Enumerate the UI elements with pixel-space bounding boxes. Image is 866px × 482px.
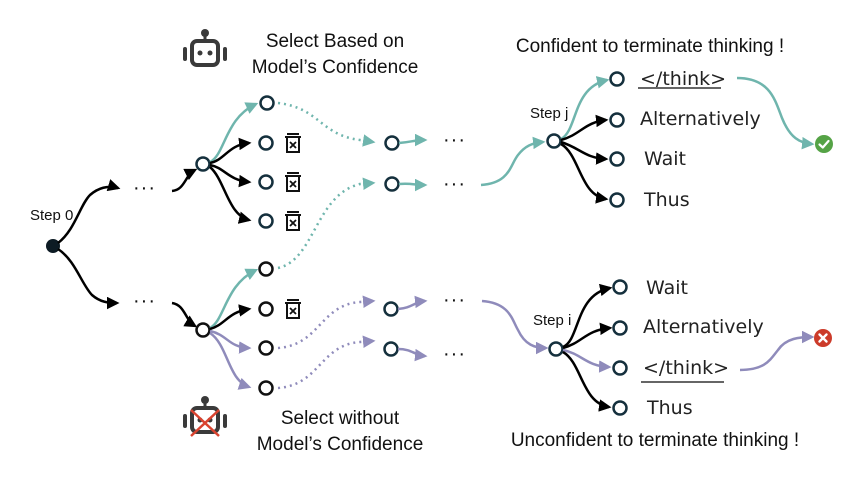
edge-step-i-token-3: [562, 350, 612, 412]
step-i-token-2: </think>: [643, 357, 729, 379]
confident-heading: Confident to terminate thinking !: [516, 36, 784, 57]
edge-upper-pruned-3: [209, 166, 252, 224]
edge-start-upper: [57, 179, 121, 244]
edge-teal-out-1: [398, 133, 428, 147]
step-i-token-node: [612, 279, 628, 295]
trash-x-icon: [284, 210, 302, 231]
ellipsis-teal-2: ···: [443, 173, 466, 195]
edge-to-lower-parent: [171, 301, 198, 328]
ellipsis-upper: ···: [133, 177, 156, 199]
ellipsis-teal-1: ···: [443, 129, 466, 151]
dotted-teal-2: [277, 177, 376, 270]
edge-step-i-token-2: [562, 348, 612, 373]
edge-to-upper-parent: [171, 168, 198, 193]
bottom-caption-line1: Select without: [281, 408, 400, 429]
purple-mid-node: [383, 341, 399, 357]
check-circle-icon: [815, 135, 833, 153]
unconfident-heading: Unconfident to terminate thinking !: [511, 430, 799, 451]
edge-to-failure: [739, 330, 815, 372]
ellipsis-purple-2: ···: [443, 343, 466, 365]
step-0-label: Step 0: [30, 207, 73, 224]
trash-x-icon: [284, 298, 302, 319]
step-i-token-node: [612, 360, 628, 376]
step-j-token-node: [609, 71, 625, 87]
edge-to-step-i: [481, 299, 549, 355]
edge-step-i-token-0: [562, 283, 613, 349]
edge-lower-purple-1: [209, 329, 252, 354]
lower-parent-node: [195, 322, 211, 338]
lower-child-pruned: [258, 301, 274, 317]
upper-child-selected: [259, 95, 275, 111]
edge-start-lower: [57, 247, 120, 310]
dotted-purple-2: [277, 335, 376, 390]
edge-upper-pruned-2: [209, 163, 252, 188]
edge-lower-selected-teal: [209, 268, 259, 330]
edge-upper-pruned-1: [209, 137, 252, 165]
teal-mid-node: [384, 135, 400, 151]
step-i-token-1: Alternatively: [643, 316, 764, 338]
robot-icon: [181, 27, 229, 67]
edge-lower-purple-2: [209, 331, 252, 390]
ellipsis-lower: ···: [133, 290, 156, 312]
edge-to-step-j: [480, 136, 546, 187]
edge-step-j-token-0: [560, 76, 610, 141]
step-j-token-3: Thus: [643, 189, 690, 211]
step-i-token-0: Wait: [646, 277, 688, 299]
edge-purple-out-2: [397, 347, 428, 362]
start-node: [46, 239, 60, 253]
purple-mid-node: [383, 301, 399, 317]
top-caption-line2: Model’s Confidence: [252, 57, 419, 78]
ellipsis-purple-1: ···: [443, 289, 466, 311]
edge-step-i-token-1: [562, 322, 613, 350]
edge-step-j-token-3: [560, 142, 609, 204]
lower-child-teal: [258, 261, 274, 277]
x-circle-icon: [814, 329, 832, 347]
upper-child-pruned: [258, 135, 274, 151]
robot-crossed-icon: [181, 394, 229, 437]
step-j-label: Step j: [530, 105, 568, 122]
step-j-node: [546, 133, 562, 149]
trash-x-icon: [284, 132, 302, 153]
top-caption-line1: Select Based on: [266, 31, 404, 52]
lower-child-purple: [258, 380, 274, 396]
edge-step-j-token-1: [560, 114, 609, 142]
bottom-caption-line2: Model’s Confidence: [257, 434, 424, 455]
upper-child-pruned: [258, 174, 274, 190]
dotted-purple-1: [277, 295, 376, 350]
upper-parent-node: [195, 156, 211, 172]
step-j-token-node: [609, 112, 625, 128]
step-j-token-node: [609, 151, 625, 167]
step-i-label: Step i: [533, 312, 571, 329]
teal-mid-node: [384, 176, 400, 192]
trash-x-icon: [284, 171, 302, 192]
step-i-token-node: [612, 400, 628, 416]
edge-lower-pruned: [209, 304, 252, 331]
lower-child-purple: [258, 340, 274, 356]
step-j-token-1: Alternatively: [640, 108, 761, 130]
dotted-teal-1: [277, 101, 376, 147]
edge-step-j-token-2: [560, 140, 609, 165]
upper-child-pruned: [258, 213, 274, 229]
step-i-token-3: Thus: [646, 397, 693, 419]
step-j-token-node: [609, 192, 625, 208]
edge-to-success: [736, 76, 815, 150]
edge-upper-selected: [209, 102, 259, 164]
edge-teal-out-2: [398, 178, 428, 192]
step-j-token-2: Wait: [644, 148, 686, 170]
step-j-token-0: </think>: [640, 68, 726, 90]
edge-purple-out-1: [397, 295, 428, 311]
step-i-node: [548, 341, 564, 357]
step-i-token-node: [612, 320, 628, 336]
